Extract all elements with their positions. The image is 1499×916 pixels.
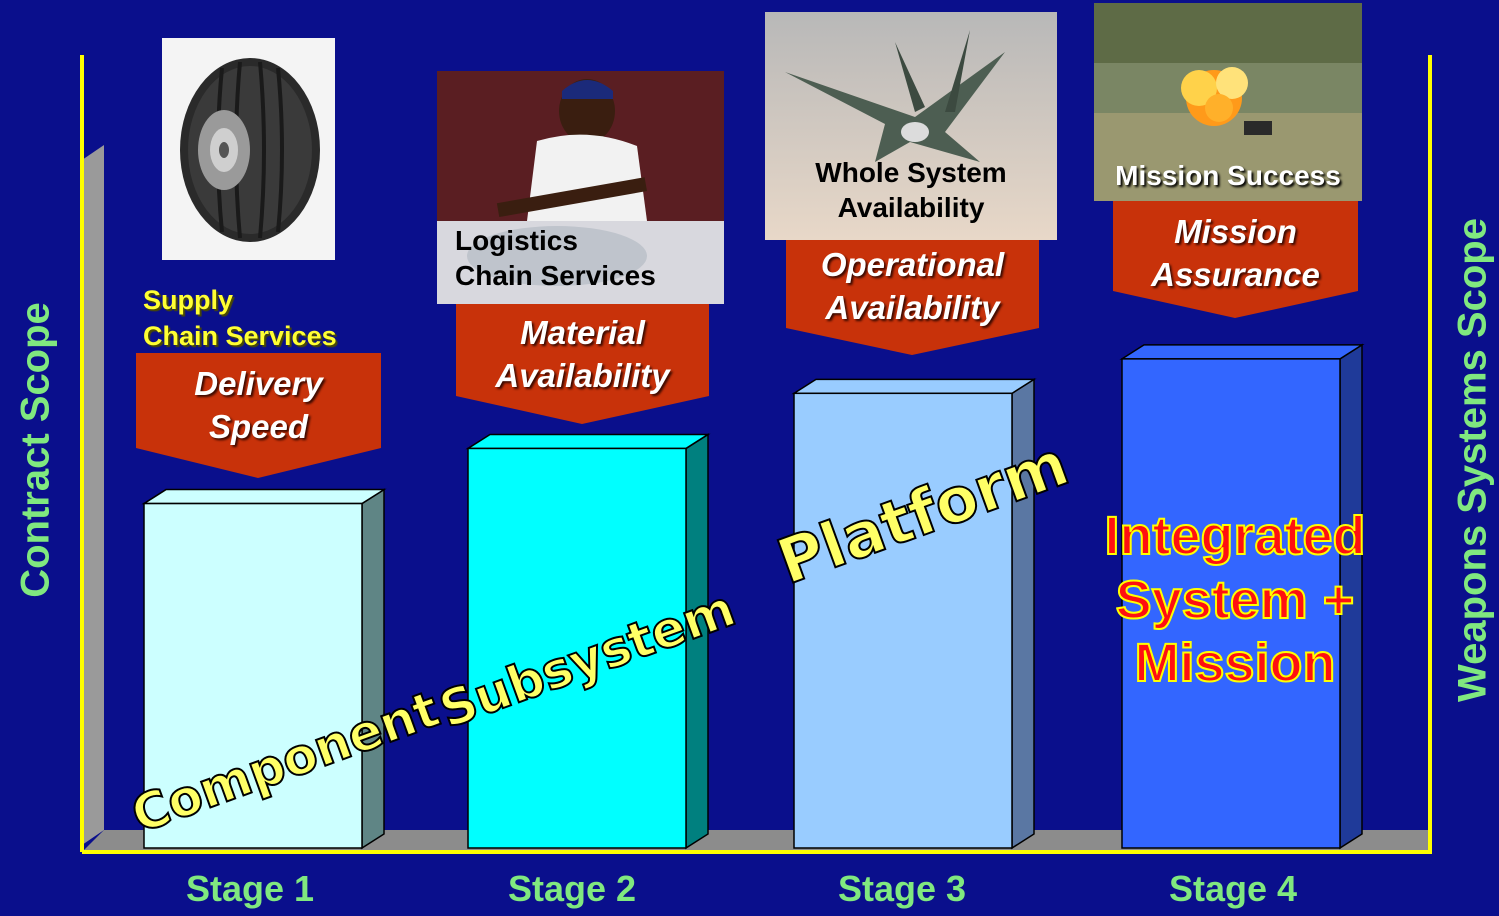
operational-availability-text: Operational Availability [786, 244, 1039, 330]
fighter-jet-icon [765, 12, 1057, 240]
bar-side [361, 488, 385, 850]
delivery-speed-line-1: Delivery [194, 365, 323, 402]
delivery-speed-banner: Delivery Speed [136, 353, 381, 478]
stage-3-label: Stage 3 [837, 868, 967, 909]
integrated-line-1: Integrated [1103, 505, 1366, 567]
bar-front [793, 392, 1013, 849]
operational-availability-banner: Operational Availability [786, 240, 1039, 355]
weapons-systems-scope-axis-title: Weapons Systems Scope [1450, 218, 1495, 702]
integrated-line-3: Mission [1133, 632, 1336, 694]
fighter-jet-photo: Whole System Availability [765, 12, 1057, 240]
logistics-caption: Logistics Chain Services [455, 223, 656, 293]
bar-front [1121, 358, 1341, 849]
explosion-photo: Mission Success [1094, 3, 1362, 201]
material-availability-line-2: Availability [495, 356, 670, 394]
whole-system-caption: Whole System Availability [765, 155, 1057, 225]
bar-top [1119, 344, 1365, 360]
explosion-icon [1094, 3, 1362, 201]
mission-assurance-line-1: Mission [1174, 213, 1297, 250]
operational-availability-line-1: Operational [820, 246, 1005, 283]
tire-icon [180, 58, 320, 242]
chart-floor [82, 830, 1430, 852]
material-availability-banner: Material Availability [456, 304, 709, 424]
bar-top [465, 433, 711, 450]
bar-front [467, 447, 687, 849]
delivery-speed-text: Delivery Speed [136, 363, 381, 449]
bar-front [143, 502, 363, 849]
delivery-speed-line-2: Speed [208, 407, 309, 445]
logistics-caption-line-1: Logistics [455, 225, 578, 256]
banner-shape [1113, 201, 1358, 318]
bar-top [791, 378, 1037, 395]
worker-icon [437, 71, 724, 304]
whole-system-caption-line-1: Whole System [815, 157, 1007, 188]
stage-1-label: Stage 1 [185, 868, 315, 909]
banner-shape [136, 353, 381, 478]
bar-stage-2 [465, 433, 711, 850]
mission-assurance-line-2: Assurance [1151, 255, 1320, 293]
stage-4-label: Stage 4 [1168, 868, 1298, 909]
integrated-line-2: System + [1115, 569, 1356, 631]
integrated-system-mission-label: Integrated System + Mission [1090, 505, 1380, 696]
tire-photo [162, 38, 335, 260]
mission-success-caption: Mission Success [1115, 160, 1341, 191]
supply-chain-services-label: Supply Chain Services [143, 282, 337, 355]
material-availability-line-1: Material [520, 314, 645, 351]
mission-assurance-text: Mission Assurance [1113, 211, 1358, 297]
bar-top [141, 488, 387, 505]
banner-shape [456, 304, 709, 424]
contract-scope-axis-title: Contract Scope [13, 302, 58, 598]
bar-stage-4 [1119, 343, 1365, 850]
operational-availability-line-2: Availability [825, 288, 1000, 326]
worker-photo: Logistics Chain Services [437, 71, 724, 304]
logistics-caption-line-2: Chain Services [455, 260, 656, 291]
banner-shape [786, 240, 1039, 355]
bar-stage-3 [791, 377, 1037, 850]
material-availability-text: Material Availability [456, 312, 709, 398]
stage-2-label: Stage 2 [507, 868, 637, 909]
supply-chain-services-line-1: Supply [143, 285, 234, 315]
chart-wall-left [82, 145, 104, 845]
mission-assurance-banner: Mission Assurance [1113, 201, 1358, 318]
supply-chain-services-line-2: Chain Services [143, 321, 337, 352]
bar-stage-1 [141, 488, 387, 850]
whole-system-caption-line-2: Availability [837, 192, 985, 223]
